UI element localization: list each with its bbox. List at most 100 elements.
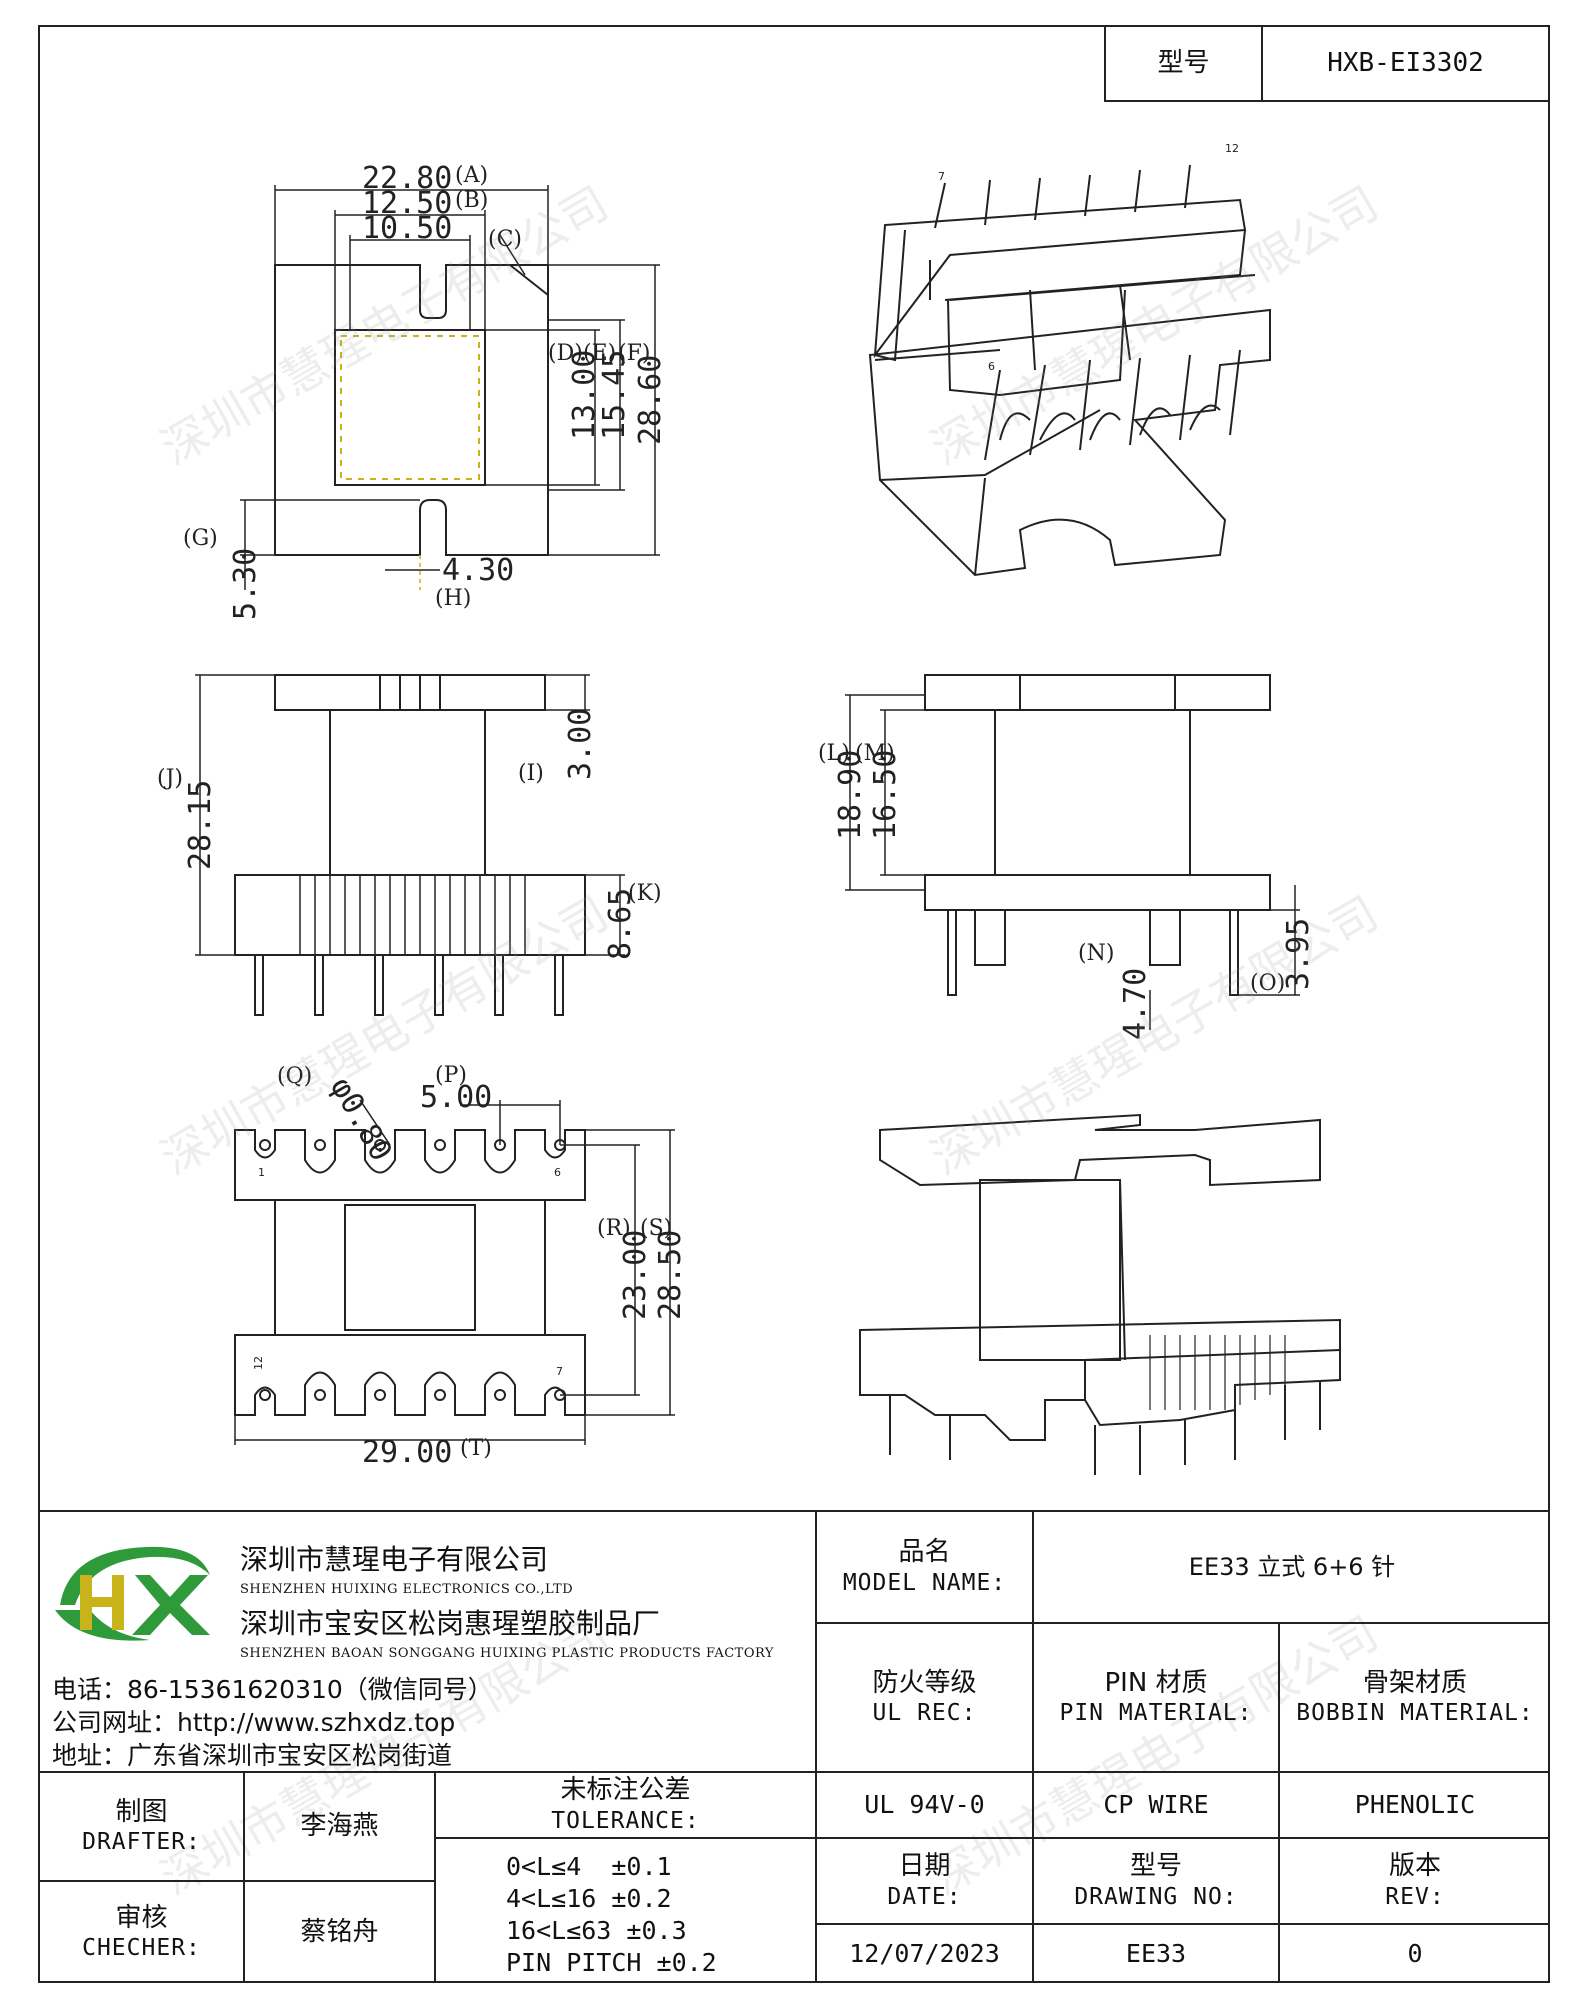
iso-pin-7: 7	[938, 170, 945, 183]
date-value: 12/07/2023	[849, 1939, 1000, 1969]
tolerance-row-3: 16<L≤63 ±0.3	[506, 1916, 687, 1945]
drawing-frame	[38, 25, 1550, 1983]
dim-e-label: (E)	[583, 341, 616, 366]
drafter-label: 制图 DRAFTER:	[40, 1773, 243, 1880]
iso-pin-6: 6	[988, 360, 995, 373]
drafter-name: 李海燕	[300, 1811, 379, 1842]
dim-r: 23.00	[618, 1230, 653, 1320]
top-view	[240, 185, 660, 590]
dim-k: 8.65	[603, 888, 638, 960]
ul-rec-cn: 防火等级	[872, 1667, 977, 1698]
checker-en: CHECHER:	[82, 1935, 201, 1962]
ul-rec-label: 防火等级 UL REC:	[817, 1624, 1032, 1771]
side-view-right	[845, 674, 1300, 1030]
drawing-no-value: EE33	[1125, 1939, 1187, 1969]
pin-material-cn: PIN 材质	[1104, 1667, 1208, 1698]
titleblock-row4-divider	[815, 1923, 1550, 1925]
rev-value: 0	[1407, 1939, 1423, 1969]
header-divider	[1104, 100, 1550, 102]
pin-number-7: 7	[556, 1365, 563, 1378]
checker-name: 蔡铭舟	[300, 1917, 379, 1948]
titleblock-main-divider	[815, 1510, 817, 1983]
header-model-value: HXB-EI3302	[1327, 48, 1484, 79]
tolerance-label: 未标注公差 TOLERANCE:	[436, 1773, 815, 1837]
pin-material-en: PIN MATERIAL:	[1059, 1700, 1253, 1727]
dim-m: 16.50	[868, 750, 903, 840]
tolerance-cn: 未标注公差	[560, 1775, 691, 1806]
date-label: 日期 DATE:	[817, 1839, 1032, 1923]
dim-q-label: (Q)	[277, 1064, 312, 1089]
dim-i-label: (I)	[518, 761, 544, 786]
dim-s-label: (S)	[640, 1216, 672, 1241]
bobbin-material-label: 骨架材质 BOBBIN MATERIAL:	[1280, 1624, 1550, 1771]
company-address: 地址：广东省深圳市宝安区松岗街道	[52, 1741, 453, 1770]
dim-p-label: (P)	[435, 1063, 467, 1088]
dim-l-label: (L)	[818, 741, 850, 766]
ul-rec-value: UL 94V-0	[864, 1790, 985, 1820]
dim-m-label: (M)	[855, 741, 895, 766]
dim-g-label: (G)	[183, 526, 218, 551]
rev-en: REV:	[1385, 1883, 1445, 1910]
dim-p: 5.00	[420, 1080, 492, 1115]
checker-label: 审核 CHECHER:	[40, 1882, 243, 1983]
date-en: DATE:	[887, 1883, 962, 1910]
header-model-label: 型号	[1157, 48, 1210, 79]
dim-g: 5.30	[228, 548, 263, 620]
titleblock-row3-divider	[815, 1837, 1550, 1839]
titleblock-col2-divider	[1032, 1510, 1034, 1983]
dim-j-label: (J)	[157, 766, 183, 791]
iso-pin-12: 12	[1225, 142, 1239, 155]
dim-f-label: (F)	[618, 341, 650, 366]
drawing-no-label: 型号 DRAWING NO:	[1034, 1839, 1278, 1923]
tolerance-row-1: 0<L≤4 ±0.1	[506, 1852, 672, 1881]
dim-r-label: (R)	[597, 1216, 631, 1241]
bobbin-material-value: PHENOLIC	[1354, 1790, 1476, 1820]
names-right-divider	[434, 1771, 436, 1983]
dim-f: 28.60	[633, 355, 668, 445]
dim-t: 29.00	[362, 1435, 452, 1470]
ul-rec-en: UL REC:	[872, 1700, 977, 1727]
drawing-no-cn: 型号	[1129, 1851, 1182, 1882]
factory-name-cn: 深圳市宝安区松岗惠瑆塑胶制品厂	[240, 1607, 661, 1640]
dim-i: 3.00	[563, 708, 598, 780]
drafter-checker-divider	[38, 1880, 434, 1882]
pin-material-value: CP WIRE	[1103, 1790, 1209, 1820]
model-name-cn: 品名	[898, 1537, 951, 1568]
dim-e: 15.45	[597, 350, 632, 440]
dim-t-label: (T)	[460, 1436, 492, 1461]
model-name-value: EE33 立式 6+6 针	[1188, 1553, 1396, 1581]
dim-a: 22.80	[362, 161, 452, 196]
header-mid-border	[1261, 25, 1263, 101]
dim-o: 3.95	[1281, 918, 1316, 990]
dim-b: 12.50	[362, 186, 452, 221]
isometric-view-2	[859, 1113, 1341, 1475]
titleblock-row1-divider	[815, 1622, 1550, 1624]
rev-cn: 版本	[1388, 1851, 1441, 1882]
dim-o-label: (O)	[1250, 971, 1285, 996]
date-cn: 日期	[898, 1851, 951, 1882]
factory-name-en: SHENZHEN BAOAN SONGGANG HUIXING PLASTIC …	[240, 1646, 774, 1661]
dim-b-label: (B)	[455, 188, 488, 213]
dim-k-label: (K)	[628, 881, 662, 906]
tolerance-row-4: PIN PITCH ±0.2	[506, 1948, 717, 1977]
bottom-view	[234, 1099, 675, 1445]
dim-s: 28.50	[653, 1230, 688, 1320]
dim-a-label: (A)	[455, 163, 488, 188]
dim-c: 10.50	[362, 211, 452, 246]
titleblock-col3-divider	[1278, 1622, 1280, 1983]
header-left-border	[1104, 25, 1106, 101]
pin-number-12: 12	[252, 1356, 265, 1370]
company-phone: 电话：86-15361620310（微信同号）	[52, 1675, 493, 1704]
drawing-no-en: DRAWING NO:	[1074, 1883, 1238, 1910]
company-website[interactable]: 公司网址：http://www.szhxdz.top	[52, 1708, 456, 1737]
pin-number-1: 1	[258, 1166, 265, 1179]
model-name-en: MODEL NAME:	[842, 1569, 1007, 1596]
model-name-label: 品名 MODEL NAME:	[817, 1512, 1032, 1622]
titleblock-row2-divider	[38, 1771, 1550, 1773]
dim-c-label: (C)	[488, 227, 522, 252]
bobbin-material-cn: 骨架材质	[1362, 1667, 1467, 1698]
drafter-en: DRAFTER:	[82, 1829, 201, 1856]
names-left-divider	[243, 1771, 245, 1983]
drafter-cn: 制图	[115, 1796, 168, 1827]
